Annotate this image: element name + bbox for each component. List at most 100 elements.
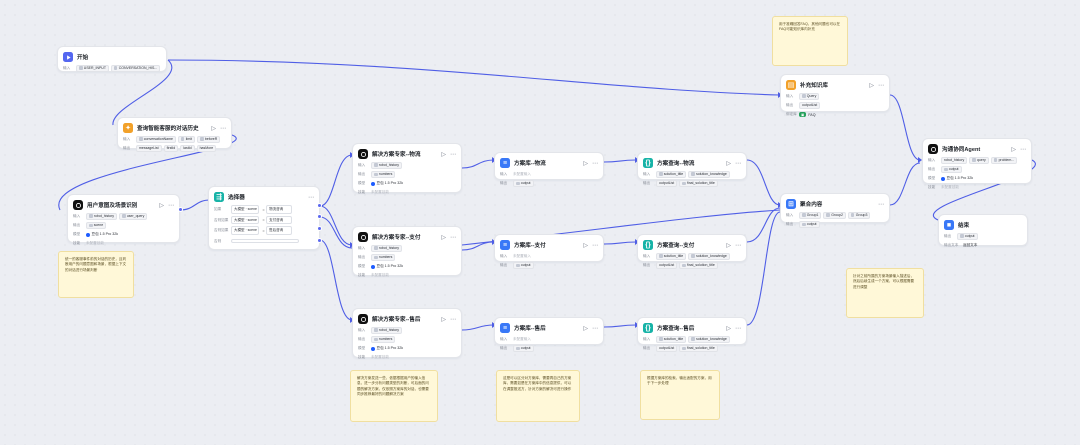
input-label: 输入 — [123, 136, 131, 141]
node-title: 方案库--售后 — [514, 326, 546, 332]
note-expert[interactable]: 解决方案发送一些，依据根据用户的输入信息，进一步分析问题类型的判断，可后面的问题… — [350, 370, 438, 422]
node-selector[interactable]: ⇶ 选择器 ⋯ 如果 大模型 · scene = 物流咨询 否则如果 大模型 ·… — [208, 186, 320, 250]
node-query-payment[interactable]: {} 方案查询--支付 ▷⋯ 输入 solution_title solutio… — [637, 234, 747, 269]
output-chip: outputList — [799, 101, 821, 109]
more-icon[interactable]: ⋯ — [450, 234, 456, 241]
output-label: 输出 — [73, 222, 81, 227]
condition-left[interactable]: 大模型 · scene — [231, 226, 259, 235]
note-intent[interactable]: 统一的客服事件前的对话的历史，且判断用户的问题意图和场景，根据上下文的对话进行场… — [58, 251, 134, 298]
more-icon[interactable]: ⋯ — [1020, 146, 1026, 153]
more-icon[interactable]: ⋯ — [878, 201, 884, 208]
more-icon[interactable]: ⋯ — [592, 325, 598, 332]
selector-icon: ⇶ — [214, 192, 224, 202]
input-chip: robot_history — [941, 156, 968, 164]
output-port[interactable] — [317, 203, 322, 208]
model-label: 模型 — [358, 181, 366, 186]
run-icon[interactable]: ▷ — [726, 325, 731, 332]
output-port[interactable] — [317, 214, 322, 219]
note-agent[interactable]: 针对之前所属的方案场景输入描述后，然后后续生成一个方案，可以根据需要进行调整 — [846, 268, 924, 318]
run-icon[interactable]: ▷ — [869, 82, 874, 89]
more-icon[interactable]: ⋯ — [168, 202, 174, 209]
condition-right[interactable]: 售后咨询 — [266, 226, 293, 235]
more-icon[interactable]: ⋯ — [450, 316, 456, 323]
note-library[interactable]: 这是可以区分对方案库，需要再自己的方案库，需要如是在方案库中的信息提供，可以在调… — [496, 370, 580, 422]
node-title: 方案库--物流 — [514, 161, 546, 167]
node-conversation-history[interactable]: ✦ 查询智能客服的对话历史 ▷⋯ 输入 conversationName lim… — [117, 117, 232, 152]
node-query-logistics[interactable]: {} 方案查询--物流 ▷⋯ 输入 solution_title solutio… — [637, 152, 747, 187]
more-icon[interactable]: ⋯ — [592, 160, 598, 167]
llm-icon — [358, 149, 368, 159]
run-icon[interactable]: ▷ — [583, 325, 588, 332]
input-chip: problem... — [990, 156, 1018, 164]
more-icon[interactable]: ⋯ — [735, 325, 741, 332]
more-icon[interactable]: ⋯ — [735, 160, 741, 167]
output-label: 输出 — [944, 233, 952, 238]
more-icon[interactable]: ⋯ — [308, 194, 314, 201]
more-icon[interactable]: ⋯ — [450, 151, 456, 158]
run-icon[interactable]: ▷ — [583, 242, 588, 249]
note-query[interactable]: 根据方案库的检索，输出适配的方案，用于下一步处理 — [640, 370, 720, 420]
llm-icon — [928, 144, 938, 154]
skill-value: 未配置技能 — [371, 190, 389, 195]
node-intent-recognition[interactable]: 用户意图及场景识别 ▷⋯ 输入 robot_history user_query… — [67, 194, 180, 245]
node-query-after-sales[interactable]: {} 方案查询--售后 ▷⋯ 输入 solution_title solutio… — [637, 317, 747, 352]
condition-row: 否则如果 大模型 · scene = 售后咨询 — [214, 226, 314, 235]
run-icon[interactable]: ▷ — [211, 125, 216, 132]
run-icon[interactable]: ▷ — [441, 316, 446, 323]
output-chip: final_solution_title — [679, 179, 718, 187]
input-chip: limit — [177, 135, 196, 143]
end-icon: ■ — [944, 220, 954, 230]
output-chip: output — [513, 344, 534, 352]
else-box — [231, 239, 299, 243]
skill-value: 未配置技能 — [941, 185, 959, 190]
note-text: 统一的客服事件前的对话的历史，且判断用户的问题意图和场景，根据上下文的对话进行场… — [65, 257, 127, 272]
run-icon[interactable]: ▷ — [726, 160, 731, 167]
node-title: 开始 — [77, 55, 89, 61]
note-faq[interactable]: 用于准确回答FAQ，其他问题也可以在FAQ可能知识库内补充 — [772, 16, 848, 66]
node-start[interactable]: 开始 输入 USER_INPUT CONVERSATION_HIS... — [57, 46, 167, 72]
condition-left[interactable]: 大模型 · scene — [231, 205, 259, 214]
run-icon[interactable]: ▷ — [1011, 146, 1016, 153]
node-title: 解决方案专家--售后 — [372, 317, 421, 323]
input-chip: solution_title — [656, 335, 687, 343]
more-icon[interactable]: ⋯ — [592, 242, 598, 249]
run-icon[interactable]: ▷ — [726, 242, 731, 249]
output-chip: hasMore — [196, 144, 217, 152]
more-icon[interactable]: ⋯ — [735, 242, 741, 249]
output-port[interactable] — [317, 226, 322, 231]
model-label: 模型 — [73, 232, 81, 237]
output-chip: numbers — [371, 253, 396, 261]
more-icon[interactable]: ⋯ — [878, 82, 884, 89]
input-chip: solution_title — [656, 170, 687, 178]
condition-right[interactable]: 支付咨询 — [266, 215, 293, 225]
input-chip: solution_knowledge — [688, 170, 730, 178]
output-chip: output — [513, 261, 534, 269]
input-chip: CONVERSATION_HIS... — [110, 64, 161, 72]
node-title: 方案查询--物流 — [657, 161, 695, 167]
run-icon[interactable]: ▷ — [441, 151, 446, 158]
input-label: 输入 — [358, 162, 366, 167]
input-label: 输入 — [643, 336, 651, 341]
note-text: 针对之前所属的方案场景输入描述后，然后后续生成一个方案，可以根据需要进行调整 — [853, 274, 915, 289]
llm-icon — [358, 314, 368, 324]
condition-left[interactable]: 大模型 · scene — [231, 215, 259, 225]
more-icon[interactable]: ⋯ — [220, 125, 226, 132]
output-port[interactable] — [178, 207, 183, 212]
node-agent[interactable]: 沟通协同Agent ▷⋯ 输入 robot_history query prob… — [922, 138, 1032, 189]
input-placeholder: 未配置输入 — [513, 171, 531, 176]
model-name: 豆包 1.5 Pro 32k — [376, 181, 404, 186]
run-icon[interactable]: ▷ — [159, 202, 164, 209]
run-icon[interactable]: ▷ — [441, 234, 446, 241]
output-port[interactable] — [317, 238, 322, 243]
condition-right[interactable]: 物流咨询 — [266, 205, 293, 214]
run-icon[interactable]: ▷ — [583, 160, 588, 167]
